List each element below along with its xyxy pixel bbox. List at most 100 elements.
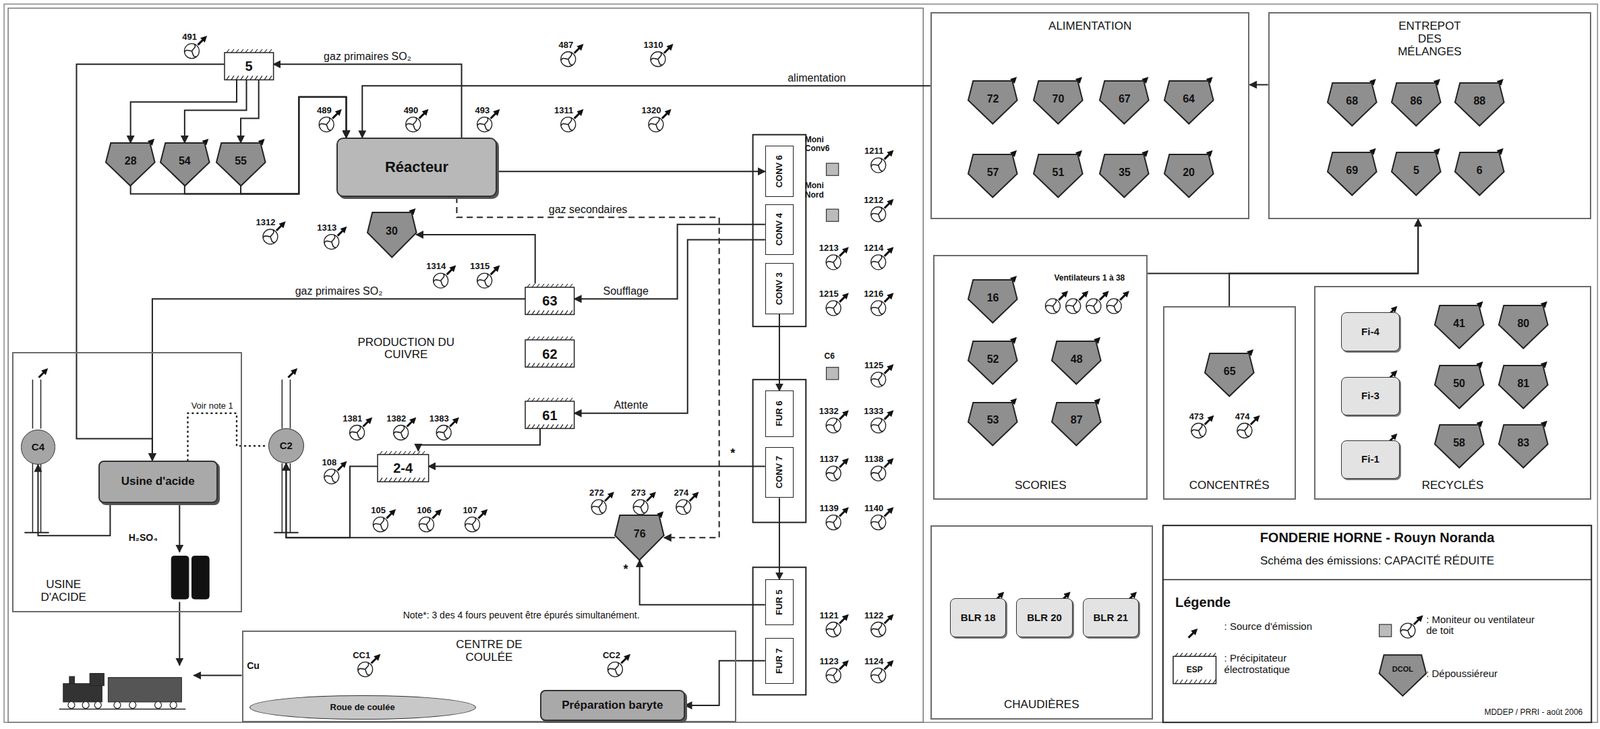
- fan-blade: [648, 121, 657, 128]
- dust-collector: 87: [1051, 402, 1102, 446]
- esp-hatch: [555, 363, 559, 368]
- fan-blade: [331, 235, 336, 243]
- fan-blade: [393, 429, 401, 436]
- fan-blade: [405, 121, 414, 128]
- emission-arrow: [839, 509, 847, 517]
- diagram-title: FONDERIE HORNE - Rouyn Noranda: [1260, 529, 1495, 545]
- fan-blade: [878, 418, 882, 426]
- roof-fan: [560, 51, 576, 67]
- esp-hatch: [546, 397, 549, 402]
- node-label: 54: [178, 155, 191, 168]
- electrostatic-precipitator: 2-4: [377, 451, 429, 482]
- stack-pipe: [281, 379, 284, 429]
- esp-hatch: [417, 477, 421, 482]
- fan-blade: [418, 521, 427, 528]
- fan-blade: [876, 214, 884, 221]
- esp-hatch: [560, 283, 564, 288]
- fan-blade: [825, 672, 834, 679]
- fan-ring: [871, 622, 886, 638]
- electrostatic-precipitator: 5: [224, 49, 274, 80]
- area-panel: SCORIES1652534887: [933, 254, 1148, 500]
- fan-ring: [372, 517, 388, 532]
- roof-fan: [871, 622, 886, 638]
- esp-hatch: [250, 75, 253, 80]
- wheel: [68, 701, 75, 708]
- roof-fan: [591, 499, 607, 515]
- fan-blade: [681, 507, 690, 514]
- furnace-box: CONV 3: [765, 262, 794, 315]
- roof-fan: [476, 273, 492, 288]
- esp-hatch: [393, 477, 397, 482]
- dust-collector: 51: [1033, 154, 1083, 198]
- esp-hatch: [422, 451, 425, 455]
- fan-ring: [591, 499, 607, 515]
- dust-collector: 69: [1327, 152, 1377, 196]
- esp-hatch: [531, 424, 535, 429]
- fan-number: 1216: [863, 289, 884, 299]
- fan-ring: [436, 425, 452, 441]
- node-label: 20: [1182, 166, 1195, 179]
- flow-connector: [362, 85, 931, 138]
- roof-monitor: [1379, 624, 1392, 637]
- wheel: [113, 701, 121, 708]
- esp-hatch: [1189, 652, 1193, 657]
- node-label: 62: [542, 346, 557, 362]
- fan-blade: [568, 52, 572, 60]
- fan-number: CC1: [352, 650, 371, 661]
- esp-hatch: [389, 451, 392, 455]
- fan-blade: [833, 623, 837, 630]
- emission-arrow: [38, 370, 46, 378]
- emission-arrow: [386, 511, 394, 519]
- rail-car: [107, 677, 182, 702]
- node-label: 68: [1345, 95, 1358, 108]
- dust-collector: 20: [1164, 154, 1214, 198]
- fan-blade: [878, 255, 882, 263]
- esp-hatch: [1203, 679, 1207, 684]
- fan-number: CC2: [602, 650, 621, 661]
- legend-text: : Source d'émission: [1224, 620, 1313, 633]
- node-label: 83: [1517, 436, 1530, 450]
- fan-blade: [878, 623, 882, 630]
- fan-blade: [833, 418, 837, 426]
- roof-fan: [560, 117, 576, 133]
- fan-ring: [871, 465, 886, 481]
- fan-ring: [1065, 298, 1081, 314]
- emission-arrow: [620, 656, 629, 664]
- fan-ring: [871, 372, 886, 388]
- roof-fan: [464, 517, 480, 532]
- area-heading: CONCENTRÉS: [1189, 479, 1270, 493]
- node-label: Fi-4: [1361, 326, 1380, 338]
- area-panel: CONCENTRÉS65: [1163, 306, 1296, 500]
- fan-blade: [566, 124, 574, 131]
- dust-collector: 81: [1498, 365, 1549, 409]
- esp-hatch: [379, 477, 383, 482]
- flow-connector: [416, 234, 535, 284]
- fan-blade: [639, 507, 647, 514]
- process-box: Préparation baryte: [540, 689, 686, 721]
- stack-column: C4: [20, 429, 56, 464]
- locomotive: [63, 683, 102, 702]
- roof-fan: [418, 517, 434, 532]
- smelter-frame: [8, 8, 924, 723]
- flow-connector: [187, 413, 268, 461]
- fan-blade: [318, 121, 327, 128]
- roof-fan: [436, 425, 452, 441]
- roof-fan: [825, 515, 841, 530]
- fan-blade: [656, 117, 660, 125]
- fan-blade: [1191, 427, 1199, 434]
- emission-arrow: [839, 616, 847, 624]
- acid-tank: [171, 556, 189, 600]
- furnace-box: FUR 5: [765, 579, 794, 626]
- flow-connector: [1249, 84, 1268, 86]
- node-label: 52: [987, 353, 1000, 366]
- esp-hatch: [560, 424, 564, 429]
- esp-hatch: [569, 397, 573, 402]
- roof-fan: [1106, 298, 1122, 314]
- fan-ring: [871, 300, 886, 316]
- product-arrow: [193, 674, 242, 677]
- area-panel: ALIMENTATION7270676457513520: [930, 12, 1251, 220]
- esp-hatch: [546, 363, 549, 368]
- fan-ring: [871, 418, 886, 433]
- esp-hatch: [531, 336, 535, 340]
- fan-blade: [876, 675, 884, 682]
